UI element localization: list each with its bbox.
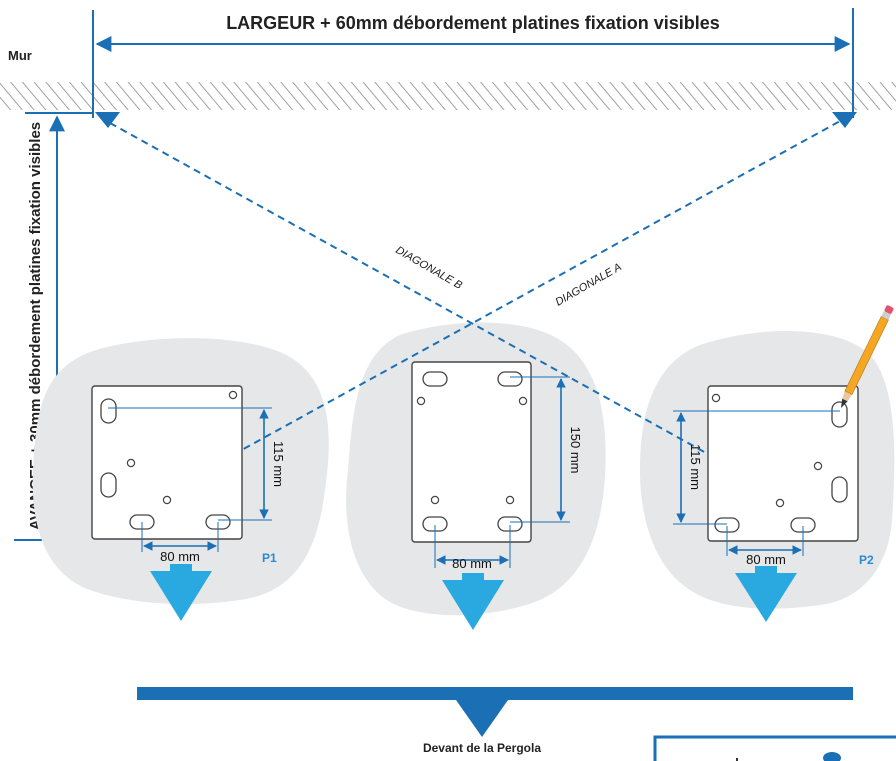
pergola-front: Devant de la Pergola <box>137 687 853 755</box>
plate-center-horizontal-label: 80 mm <box>452 556 492 571</box>
hole <box>416 396 426 406</box>
slot <box>100 398 117 424</box>
pencil-lead <box>841 398 848 408</box>
plate-p2-outline <box>707 385 859 542</box>
plate-center: 150 mm 80 mm <box>411 361 583 630</box>
inset-panel-frame <box>653 735 896 761</box>
plate-p1-outline <box>91 385 243 540</box>
plate-p1-horizontal-label: 80 mm <box>160 549 200 564</box>
plate-p2-horizontal-label: 80 mm <box>746 552 786 567</box>
diagonal-a-line <box>106 119 843 525</box>
plate-p2-direction-arrow-shaft <box>755 566 777 573</box>
plate-center-vertical-label: 150 mm <box>568 427 583 474</box>
hole <box>813 461 823 471</box>
width-dimension: LARGEUR + 60mm débordement platines fixa… <box>92 8 854 118</box>
plate-center-direction-arrow <box>442 580 504 630</box>
slot <box>100 472 117 498</box>
slot <box>831 476 848 503</box>
inset-panel <box>653 735 896 761</box>
width-label: LARGEUR + 60mm débordement platines fixa… <box>226 13 720 33</box>
wall-label: Mur <box>8 48 32 63</box>
inset-panel-mark <box>736 758 738 761</box>
diagonal-a-label: DIAGONALE A <box>554 261 624 308</box>
wall-hatching <box>0 82 896 110</box>
hole <box>518 396 528 406</box>
plate-p1-direction-arrow-shaft <box>170 564 192 571</box>
plate-p1-name: P1 <box>262 551 277 565</box>
plate-p2: 115 mm 80 mm P2 <box>673 385 874 622</box>
corner-marker-top-right <box>832 112 857 128</box>
hole <box>775 498 785 508</box>
pergola-front-arrow <box>456 700 508 737</box>
hole <box>126 458 136 468</box>
pergola-front-bar <box>137 687 853 700</box>
hole <box>430 495 440 505</box>
diagonal-b-line <box>109 122 839 527</box>
plate-p2-name: P2 <box>859 553 874 567</box>
plate-p2-direction-arrow <box>735 573 797 622</box>
pergola-front-label: Devant de la Pergola <box>423 741 541 755</box>
diagonal-b-label: DIAGONALE B <box>394 244 465 292</box>
plate-p1: 115 mm 80 mm P1 <box>91 385 286 621</box>
hole <box>162 495 172 505</box>
slot <box>497 371 523 387</box>
plate-center-direction-arrow-shaft <box>462 573 484 580</box>
pencil-ferrule <box>881 310 892 320</box>
plate-p1-vertical-label: 115 mm <box>271 441 286 487</box>
pencil-body <box>844 315 889 395</box>
wall: Mur <box>0 48 896 110</box>
pencil-eraser <box>884 305 894 314</box>
hole <box>228 390 238 400</box>
corner-marker-top-left <box>95 112 120 128</box>
slot <box>422 371 448 387</box>
plate-center-outline <box>411 361 532 543</box>
pencil-icon <box>841 305 894 408</box>
slot <box>831 401 848 428</box>
hole <box>505 495 515 505</box>
plate-p2-vertical-label: 115 mm <box>688 444 703 490</box>
plate-p1-direction-arrow <box>150 571 212 621</box>
hole <box>711 393 721 403</box>
inset-panel-shape <box>823 752 841 761</box>
